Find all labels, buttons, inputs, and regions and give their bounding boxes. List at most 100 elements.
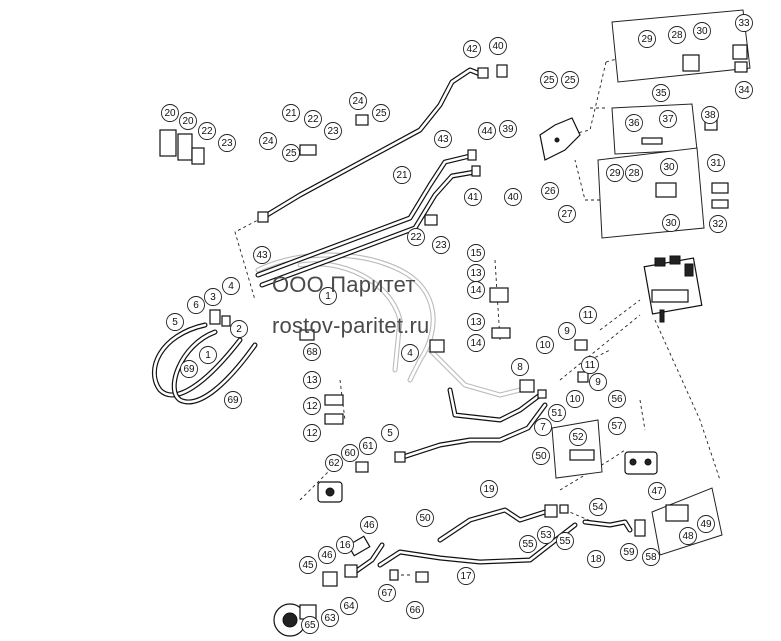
callout-13: 13 [303, 371, 321, 389]
callout-34: 34 [735, 81, 753, 99]
callout-label: 25 [285, 148, 297, 159]
callout-label: 13 [470, 268, 482, 279]
callout-9: 9 [589, 373, 607, 391]
callout-14: 14 [467, 281, 485, 299]
callout-58: 58 [642, 548, 660, 566]
callout-label: 36 [628, 118, 640, 129]
callout-55: 55 [556, 532, 574, 550]
callout-8: 8 [511, 358, 529, 376]
callout-30: 30 [660, 158, 678, 176]
callout-label: 54 [592, 502, 604, 513]
assembly-boxes [551, 9, 751, 556]
callout-40: 40 [489, 37, 507, 55]
callout-31: 31 [707, 154, 725, 172]
callout-11: 11 [579, 306, 597, 324]
callout-label: 25 [543, 75, 555, 86]
callout-label: 23 [221, 138, 233, 149]
callout-label: 27 [561, 209, 573, 220]
callout-label: 10 [539, 340, 551, 351]
callout-label: 22 [410, 232, 422, 243]
callout-label: 11 [583, 310, 594, 321]
callout-label: 20 [164, 108, 176, 119]
callout-label: 20 [182, 116, 194, 127]
callout-label: 4 [407, 348, 413, 359]
callout-57: 57 [608, 417, 626, 435]
callout-label: 5 [387, 428, 393, 439]
callout-62: 62 [325, 454, 343, 472]
callout-20: 20 [161, 104, 179, 122]
callout-42: 42 [463, 40, 481, 58]
bracket-20 [159, 129, 205, 165]
callout-label: 40 [507, 192, 519, 203]
callout-label: 58 [645, 552, 657, 563]
callout-label: 33 [738, 18, 750, 29]
callout-3: 3 [204, 288, 222, 306]
callout-20: 20 [179, 112, 197, 130]
fittings [209, 44, 748, 587]
callout-label: 8 [517, 362, 523, 373]
assembly-box-lower [597, 147, 705, 239]
callout-label: 24 [262, 136, 274, 147]
callout-label: 61 [362, 441, 374, 452]
callout-23: 23 [218, 134, 236, 152]
callout-43: 43 [434, 130, 452, 148]
callout-label: 56 [611, 394, 623, 405]
callout-26: 26 [541, 182, 559, 200]
callout-label: 63 [324, 613, 336, 624]
callout-1: 1 [319, 287, 337, 305]
valve-box-52 [551, 419, 603, 479]
callout-label: 37 [662, 114, 674, 125]
callout-5: 5 [381, 424, 399, 442]
callout-18: 18 [587, 550, 605, 568]
callout-24: 24 [259, 132, 277, 150]
callout-label: 55 [559, 536, 571, 547]
callout-28: 28 [668, 26, 686, 44]
callout-label: 18 [590, 554, 602, 565]
callout-label: 4 [228, 281, 234, 292]
callout-67: 67 [378, 584, 396, 602]
callout-21: 21 [282, 104, 300, 122]
callout-54: 54 [589, 498, 607, 516]
callout-label: 5 [172, 317, 178, 328]
callout-46: 46 [318, 546, 336, 564]
callout-label: 25 [375, 108, 387, 119]
callout-56: 56 [608, 390, 626, 408]
callout-label: 42 [466, 44, 478, 55]
callout-label: 30 [663, 162, 675, 173]
callout-label: 28 [671, 30, 683, 41]
callout-45: 45 [299, 556, 317, 574]
callout-label: 50 [419, 513, 431, 524]
callout-65: 65 [301, 616, 319, 634]
callout-label: 60 [344, 448, 356, 459]
callout-label: 48 [682, 531, 694, 542]
callout-label: 2 [236, 324, 242, 335]
callout-label: 46 [321, 550, 333, 561]
callout-69: 69 [180, 360, 198, 378]
callout-label: 29 [609, 168, 621, 179]
callout-label: 39 [502, 124, 514, 135]
assembly-box-top [611, 9, 751, 83]
callout-label: 25 [564, 75, 576, 86]
callout-25: 25 [540, 71, 558, 89]
callout-label: 35 [655, 88, 667, 99]
callout-16: 16 [336, 536, 354, 554]
callout-label: 11 [585, 360, 596, 371]
callout-46: 46 [360, 516, 378, 534]
callout-label: 30 [696, 26, 708, 37]
callout-2: 2 [230, 320, 248, 338]
callout-22: 22 [304, 110, 322, 128]
callout-12: 12 [303, 424, 321, 442]
callout-44: 44 [478, 122, 496, 140]
callout-label: 46 [363, 520, 375, 531]
control-valve-block [643, 255, 703, 323]
callout-6: 6 [187, 296, 205, 314]
callout-47: 47 [648, 482, 666, 500]
callout-9: 9 [558, 322, 576, 340]
callout-41: 41 [464, 188, 482, 206]
callout-43: 43 [253, 246, 271, 264]
watermark-site: rostov-paritet.ru [272, 313, 430, 338]
callout-label: 22 [201, 126, 213, 137]
callout-label: 24 [352, 96, 364, 107]
callout-label: 19 [483, 484, 495, 495]
